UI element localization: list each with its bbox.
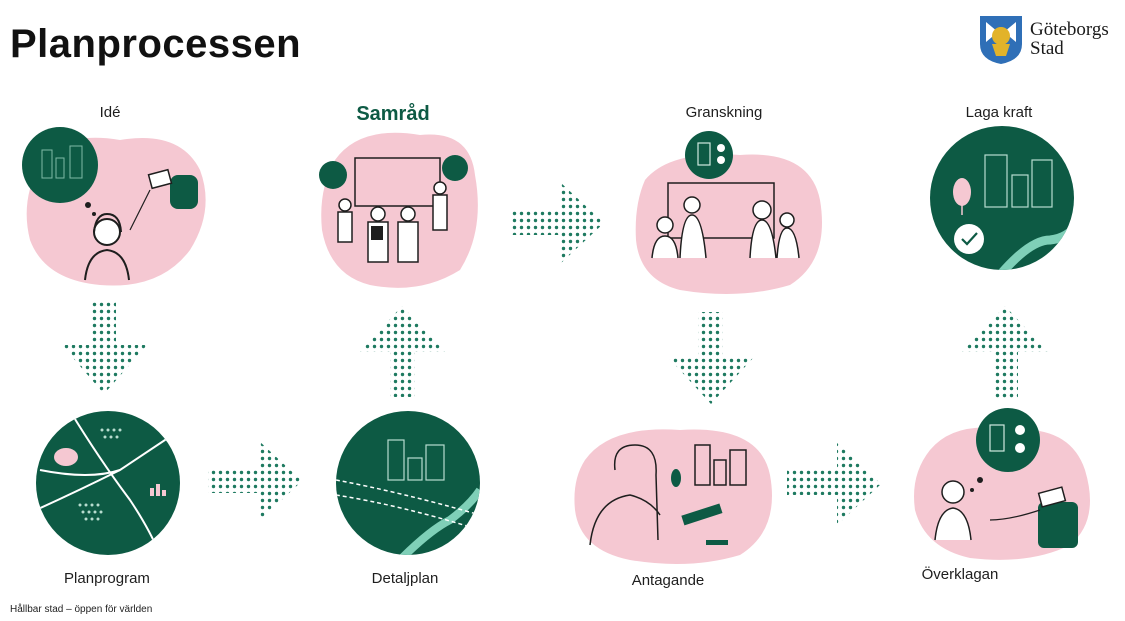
step-label-antagande: Antagande: [631, 572, 705, 589]
logo-line-2: Stad: [1030, 38, 1064, 59]
antagande-illustration: [574, 429, 772, 564]
step-label-overklagan: Överklagan: [921, 566, 999, 583]
detaljplan-illustration: [336, 411, 480, 555]
arrow-ide-to-planprogram: [62, 300, 147, 394]
arrow-planprogram-to-detaljplan: [208, 440, 302, 522]
arrow-samrad-to-granskning: [510, 182, 604, 264]
footer-tagline: Hållbar stad – öppen för världen: [10, 604, 153, 615]
arrow-overklagan-to-laga-kraft: [962, 306, 1048, 400]
planprogram-illustration: [36, 411, 180, 555]
city-crest-icon: [980, 16, 1022, 64]
arrow-detaljplan-to-samrad: [360, 306, 445, 397]
overklagan-illustration: [914, 408, 1090, 560]
samrad-illustration: [319, 132, 478, 288]
arrow-granskning-to-antagande: [668, 312, 754, 404]
step-label-granskning: Granskning: [685, 104, 763, 121]
plan-board: [667, 182, 775, 239]
mailbox-icon: [1038, 502, 1078, 548]
step-label-ide: Idé: [99, 104, 121, 121]
check-icon: [954, 224, 984, 254]
step-label-planprogram: Planprogram: [64, 570, 150, 587]
logo-text: Göteborgs Stad: [1030, 20, 1109, 58]
phone-bubble: [685, 131, 733, 179]
step-label-laga-kraft: Laga kraft: [965, 104, 1033, 121]
laga-kraft-illustration: [930, 126, 1074, 270]
step-label-samrad: Samråd: [356, 103, 430, 125]
gavel-icon: [681, 503, 723, 526]
page-title: Planprocessen: [10, 22, 302, 66]
granskning-illustration: [635, 131, 822, 294]
speech-bubble-left: [319, 161, 347, 189]
goteborgs-stad-logo: Göteborgs Stad: [978, 14, 1118, 70]
phone-bubble-2: [976, 408, 1040, 472]
speech-bubble-right: [442, 155, 468, 181]
ide-illustration: [22, 127, 206, 286]
step-label-detaljplan: Detaljplan: [371, 570, 439, 587]
thought-bubble: [22, 127, 98, 203]
logo-line-1: Göteborgs: [1030, 19, 1109, 40]
arrow-antagande-to-overklagan: [787, 443, 881, 525]
